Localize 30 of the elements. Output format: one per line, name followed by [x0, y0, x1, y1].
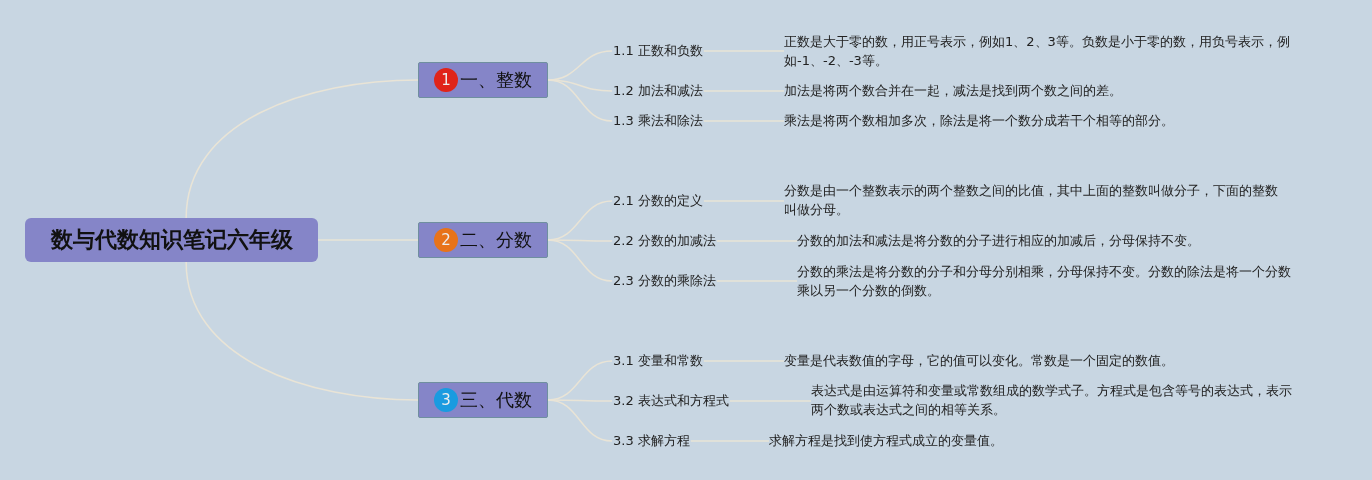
central-topic: 数与代数知识笔记六年级 [25, 218, 318, 262]
connector-line [185, 79, 419, 219]
topic-title: 一、整数 [460, 68, 532, 92]
topic-box [418, 222, 548, 258]
number-badge: 3 [434, 388, 458, 412]
number-badge: 1 [434, 68, 458, 92]
subtopic-label: 2.2 分数的加减法 [612, 232, 717, 250]
description-text: 正数是大于零的数，用正号表示，例如1、2、3等。负数是小于零的数，用负号表示，例如-1、-2、-3等。 [784, 32, 1304, 70]
description-text: 表达式是由运算符和变量或常数组成的数学式子。方程式是包含等号的表达式，表示两个数或表达式之间的相等关系。 [811, 381, 1301, 419]
subtopic-label: 2.1 分数的定义 [612, 192, 704, 210]
number-badge: 2 [434, 228, 458, 252]
description-text: 分数的加法和减法是将分数的分子进行相应的加减后，分母保持不变。 [797, 231, 1200, 250]
subtopic-label: 3.2 表达式和方程式 [612, 392, 730, 410]
subtopic-label: 1.3 乘法和除法 [612, 112, 704, 130]
connector-line [185, 261, 419, 401]
topic-box [418, 382, 548, 418]
description-text: 加法是将两个数合并在一起，减法是找到两个数之间的差。 [784, 81, 1122, 100]
description-text: 乘法是将两个数相加多次，除法是将一个数分成若干个相等的部分。 [784, 111, 1174, 130]
description-text: 求解方程是找到使方程式成立的变量值。 [769, 431, 1003, 450]
subtopic-label: 3.3 求解方程 [612, 432, 691, 450]
subtopic-label: 1.1 正数和负数 [612, 42, 704, 60]
subtopic-label: 1.2 加法和减法 [612, 82, 704, 100]
subtopic-label: 3.1 变量和常数 [612, 352, 704, 370]
description-text: 变量是代表数值的字母，它的值可以变化。常数是一个固定的数值。 [784, 351, 1174, 370]
subtopic-label: 2.3 分数的乘除法 [612, 272, 717, 290]
topic-title: 三、代数 [460, 388, 532, 412]
description-text: 分数是由一个整数表示的两个整数之间的比值，其中上面的整数叫做分子，下面的整数叫做分母。 [784, 181, 1284, 219]
topic-box [418, 62, 548, 98]
topic-title: 二、分数 [460, 228, 532, 252]
description-text: 分数的乘法是将分数的分子和分母分别相乘，分母保持不变。分数的除法是将一个分数乘以另一个分数的倒数。 [797, 262, 1297, 300]
